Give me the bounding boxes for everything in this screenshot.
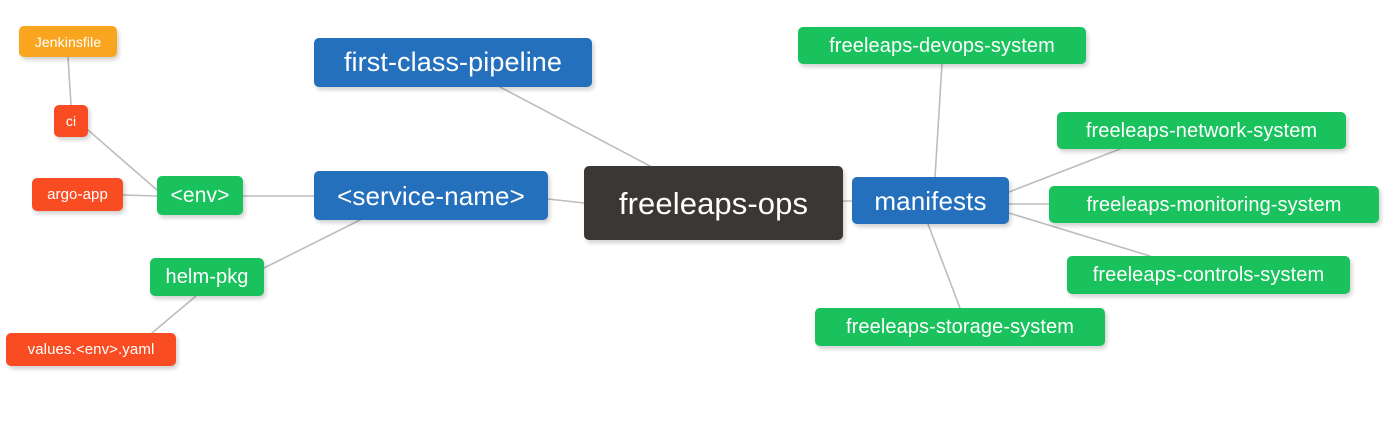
- edge-manifests-to-freeleaps-devops-system: [934, 63, 943, 178]
- node-label-ci: ci: [65, 113, 77, 129]
- node-freeleaps-devops-system[interactable]: freeleaps-devops-system: [798, 27, 1086, 64]
- node-freeleaps-network-system[interactable]: freeleaps-network-system: [1057, 112, 1346, 149]
- node-first-class-pipeline[interactable]: first-class-pipeline: [314, 38, 592, 87]
- edge-helm-pkg-to-service-name: [263, 219, 361, 269]
- edge-first-class-pipeline-to-freeleaps-ops: [499, 86, 651, 167]
- node-manifests[interactable]: manifests: [852, 177, 1009, 224]
- node-label-freeleaps-monitoring-system: freeleaps-monitoring-system: [1086, 193, 1342, 216]
- node-label-helm-pkg: helm-pkg: [165, 266, 249, 288]
- node-label-freeleaps-ops: freeleaps-ops: [618, 185, 809, 221]
- node-freeleaps-storage-system[interactable]: freeleaps-storage-system: [815, 308, 1105, 346]
- edge-service-name-to-freeleaps-ops: [547, 198, 585, 204]
- node-argo-app[interactable]: argo-app: [32, 178, 123, 211]
- node-ci[interactable]: ci: [54, 105, 88, 137]
- node-label-service-name: <service-name>: [337, 180, 525, 211]
- node-label-jenkinsfile: Jenkinsfile: [34, 33, 102, 50]
- node-freeleaps-monitoring-system[interactable]: freeleaps-monitoring-system: [1049, 186, 1379, 223]
- node-label-freeleaps-network-system: freeleaps-network-system: [1085, 119, 1318, 142]
- node-label-freeleaps-controls-system: freeleaps-controls-system: [1092, 264, 1325, 286]
- edge-jenkinsfile-to-ci: [67, 56, 72, 106]
- node-env[interactable]: <env>: [157, 176, 243, 215]
- node-label-freeleaps-storage-system: freeleaps-storage-system: [845, 316, 1075, 338]
- node-label-freeleaps-devops-system: freeleaps-devops-system: [829, 34, 1055, 57]
- edge-argo-app-to-env: [122, 194, 158, 197]
- node-values-env-yaml[interactable]: values.<env>.yaml: [6, 333, 176, 366]
- edge-values-env-yaml-to-helm-pkg: [151, 295, 197, 334]
- edge-manifests-to-freeleaps-storage-system: [927, 223, 961, 309]
- node-label-manifests: manifests: [874, 185, 987, 216]
- node-label-argo-app: argo-app: [47, 186, 108, 203]
- node-jenkinsfile[interactable]: Jenkinsfile: [19, 26, 117, 57]
- node-label-env: <env>: [170, 184, 230, 207]
- node-freeleaps-ops[interactable]: freeleaps-ops: [584, 166, 843, 240]
- node-label-values-env-yaml: values.<env>.yaml: [27, 341, 155, 358]
- node-service-name[interactable]: <service-name>: [314, 171, 548, 220]
- node-freeleaps-controls-system[interactable]: freeleaps-controls-system: [1067, 256, 1350, 294]
- node-helm-pkg[interactable]: helm-pkg: [150, 258, 264, 296]
- node-label-first-class-pipeline: first-class-pipeline: [343, 47, 563, 77]
